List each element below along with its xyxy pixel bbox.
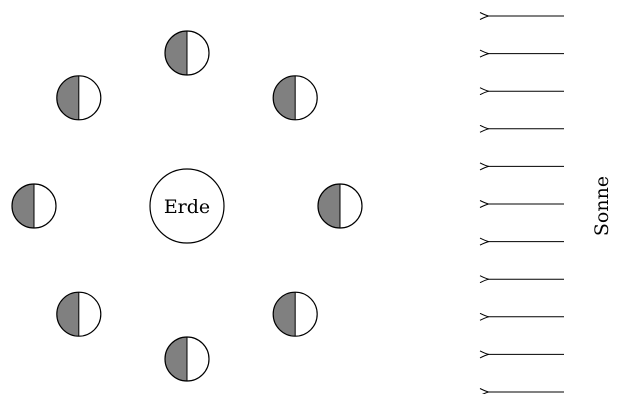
moon-shadow-half [273, 75, 296, 120]
moon-outline [272, 75, 318, 121]
moon-top-left [56, 75, 102, 121]
moon-bottom [164, 336, 210, 382]
moon-top-right [272, 75, 318, 121]
moon-orbit [11, 30, 363, 382]
moon-bottom-left [56, 291, 102, 337]
earth-circle [149, 168, 225, 244]
moon-outline [272, 291, 318, 337]
sun-label: Sonne [591, 176, 613, 236]
moon-shadow-half [12, 184, 34, 228]
moon-outline [317, 183, 363, 229]
moon-shadow-half [318, 184, 340, 228]
moon-shadow-half [273, 292, 296, 337]
moon-outline [56, 291, 102, 337]
earth-label: Erde [164, 196, 210, 218]
moon-shadow-half [56, 292, 79, 337]
moon-outline [11, 183, 57, 229]
sunlight-arrows [488, 16, 564, 392]
earth: Erde [149, 168, 225, 244]
moon-shadow-half [165, 31, 187, 75]
moon-outline [164, 336, 210, 382]
moon-shadow-half [56, 75, 79, 120]
moon-outline [164, 30, 210, 76]
moon-shadow-half [165, 337, 187, 381]
moon-left [11, 183, 57, 229]
moon-top [164, 30, 210, 76]
moon-bottom-right [272, 291, 318, 337]
moon-right [317, 183, 363, 229]
moon-outline [56, 75, 102, 121]
